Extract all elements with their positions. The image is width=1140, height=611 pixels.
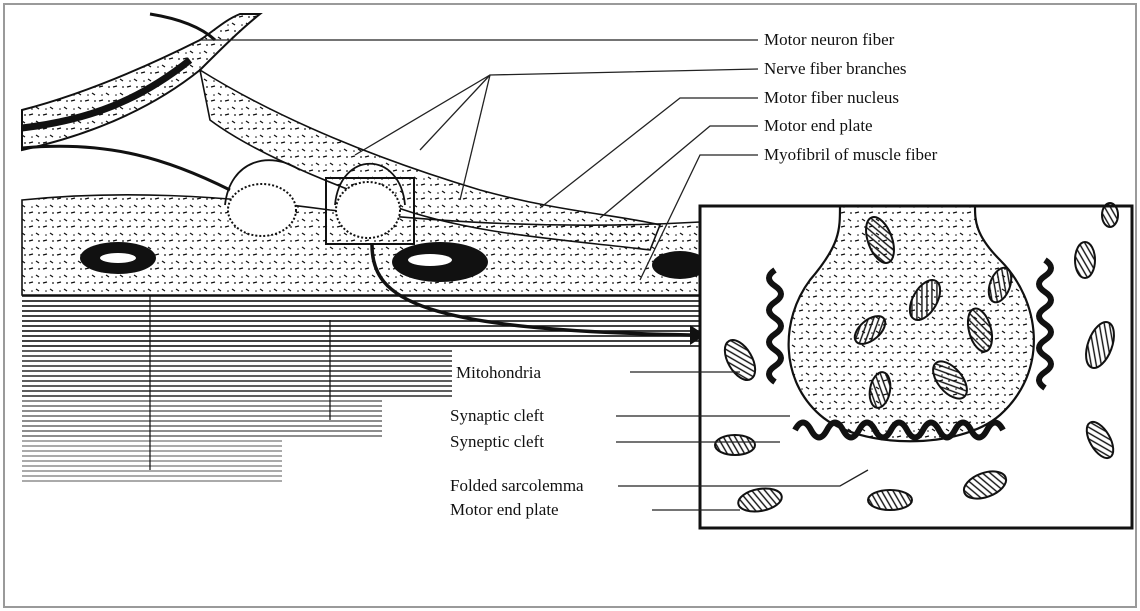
end-plate-bulb [228,184,296,236]
myofibril-striations [22,292,702,350]
inset-enlargement [700,203,1132,528]
label-myofibril-of-muscle-fiber: Myofibril of muscle fiber [764,145,938,164]
label-nerve-fiber-branches: Nerve fiber branches [764,59,907,78]
label-motor-end-plate-top: Motor end plate [764,116,873,135]
label-folded-sarcolemma: Folded sarcolemma [450,476,584,495]
label-synaptic-cleft: Synaptic cleft [450,406,544,425]
label-mitohondria: Mitohondria [456,363,541,382]
label-motor-end-plate-bottom: Motor end plate [450,500,559,519]
end-plate-bulb [336,182,400,238]
label-motor-fiber-nucleus: Motor fiber nucleus [764,88,899,107]
label-syneptic-cleft: Syneptic cleft [450,432,544,451]
label-motor-neuron-fiber: Motor neuron fiber [764,30,895,49]
